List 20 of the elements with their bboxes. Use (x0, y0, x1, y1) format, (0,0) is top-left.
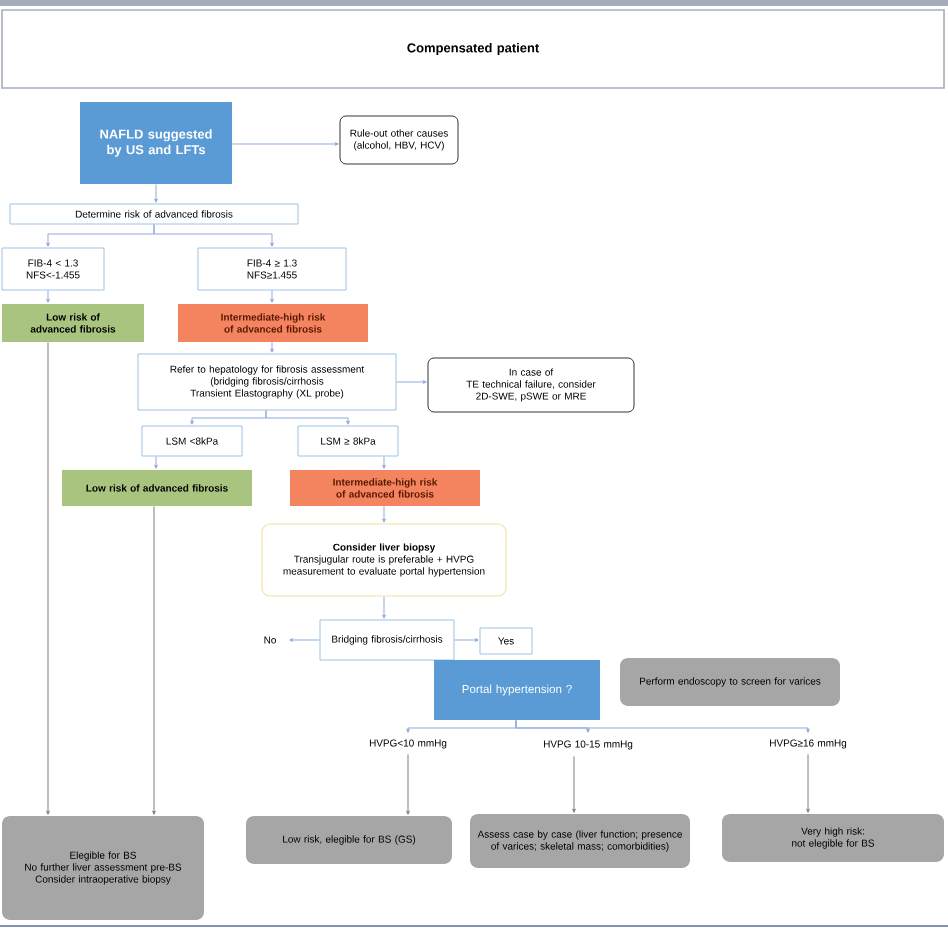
arrow (382, 596, 386, 619)
arrow (382, 505, 386, 523)
arrow (153, 224, 274, 247)
arrow (46, 290, 50, 303)
arrow (231, 142, 339, 146)
arrow (270, 290, 274, 303)
arrow (154, 183, 158, 203)
arrow (406, 753, 410, 815)
arrow (289, 638, 320, 642)
arrow (46, 341, 50, 815)
arrow (572, 755, 576, 813)
arrow (806, 753, 810, 813)
arrow (382, 456, 386, 469)
arrow (396, 380, 427, 384)
arrow (270, 341, 274, 353)
arrow (265, 410, 350, 425)
arrow (152, 505, 156, 815)
arrow (454, 638, 479, 642)
arrow (515, 719, 810, 733)
arrow (154, 456, 158, 469)
